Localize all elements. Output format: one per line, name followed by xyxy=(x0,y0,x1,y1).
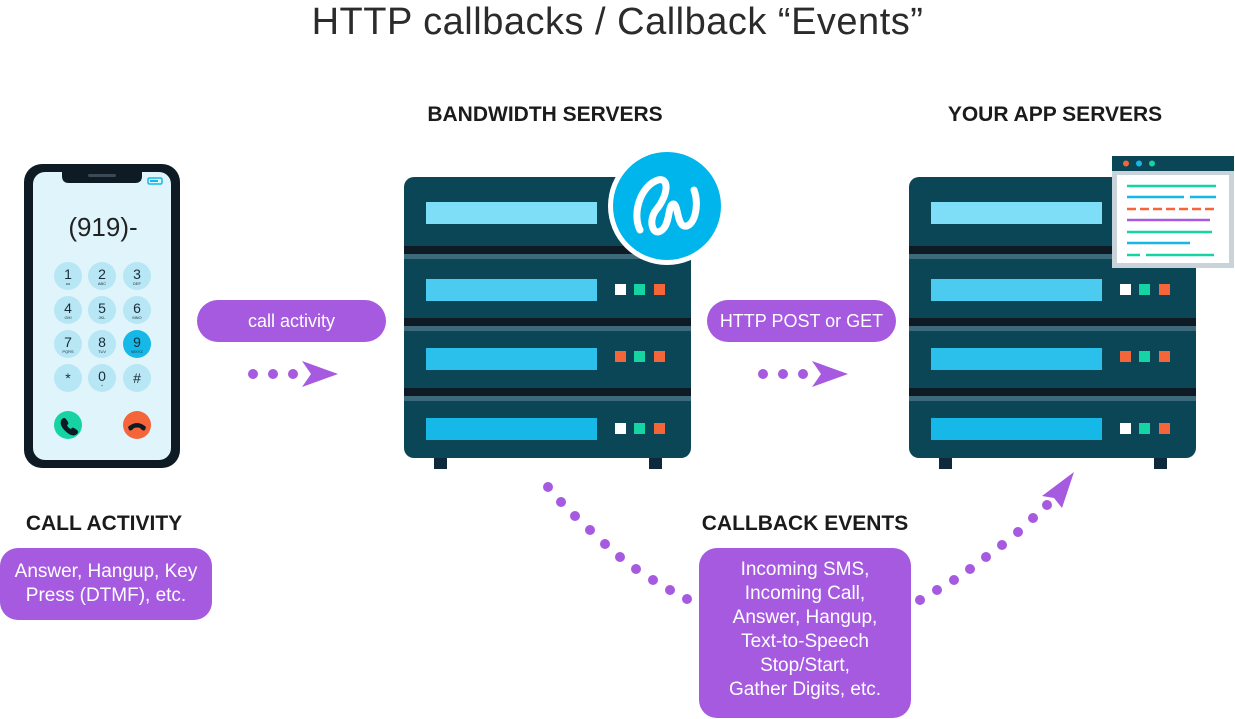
keypad-key-star[interactable]: * xyxy=(54,364,82,392)
your-app-servers-heading: YOUR APP SERVERS xyxy=(947,103,1163,126)
keypad-letters: PQRS xyxy=(62,349,74,354)
keypad-letters: ABC xyxy=(98,281,106,286)
arrow-bandwidth-to-events xyxy=(543,482,692,604)
page-title: HTTP callbacks / Callback “Events” xyxy=(311,1,924,43)
keypad-digit: # xyxy=(133,370,141,386)
bandwidth-servers-heading: BANDWIDTH SERVERS xyxy=(427,103,663,126)
call-activity-pill: call activity xyxy=(197,300,386,342)
arrow-bandwidth-to-app xyxy=(758,361,848,387)
call-icon[interactable] xyxy=(54,411,82,439)
battery-icon xyxy=(147,177,163,185)
keypad-letters: TUV xyxy=(98,349,106,354)
keypad-key-1[interactable]: 1oo xyxy=(54,262,82,290)
keypad-digit: 9 xyxy=(133,334,141,350)
callback-events-heading: CALLBACK EVENTS xyxy=(701,512,909,535)
keypad-digit: 4 xyxy=(64,300,72,316)
keypad-key-hash[interactable]: # xyxy=(123,364,151,392)
arrow-phone-to-bandwidth xyxy=(248,361,338,387)
call-activity-description: Answer, Hangup, Key Press (DTMF), etc. xyxy=(0,548,212,620)
keypad-digit: 6 xyxy=(133,300,141,316)
keypad-digit: 0 xyxy=(98,368,106,384)
bandwidth-logo-icon xyxy=(608,147,726,265)
keypad-letters: DEF xyxy=(133,281,142,286)
dialed-number: (919)- xyxy=(68,212,137,242)
keypad-digit: 8 xyxy=(98,334,106,350)
keypad-digit: 2 xyxy=(98,266,106,282)
app-server xyxy=(909,156,1234,469)
keypad-letters: GHI xyxy=(64,315,71,320)
callback-events-description: Incoming SMS, Incoming Call, Answer, Han… xyxy=(699,548,911,718)
browser-window-icon xyxy=(1112,156,1234,268)
keypad-digit: 3 xyxy=(133,266,141,282)
keypad-digit: 5 xyxy=(98,300,106,316)
call-activity-heading: CALL ACTIVITY xyxy=(25,512,183,535)
arrow-events-to-app xyxy=(915,472,1074,605)
keypad-key-0[interactable]: 0+ xyxy=(88,364,116,392)
bandwidth-server xyxy=(404,147,726,469)
phone: (919)- 1oo2ABC3DEF4GHI5JKL6MNO7PQRS8TUV9… xyxy=(24,164,180,468)
hangup-icon[interactable] xyxy=(123,411,151,439)
keypad-letters: oo xyxy=(66,281,71,286)
http-post-get-pill: HTTP POST or GET xyxy=(707,300,896,342)
keypad-digit: * xyxy=(65,370,71,386)
status-leds xyxy=(615,284,665,434)
keypad-letters: WXYZ xyxy=(131,349,143,354)
keypad-letters: JKL xyxy=(99,315,107,320)
keypad-digit: 7 xyxy=(64,334,72,350)
keypad-digit: 1 xyxy=(64,266,72,282)
keypad-letters: + xyxy=(101,383,104,388)
status-leds xyxy=(1120,284,1170,434)
keypad-letters: MNO xyxy=(132,315,141,320)
keypad: 1oo2ABC3DEF4GHI5JKL6MNO7PQRS8TUV9WXYZ*0+… xyxy=(54,262,151,392)
